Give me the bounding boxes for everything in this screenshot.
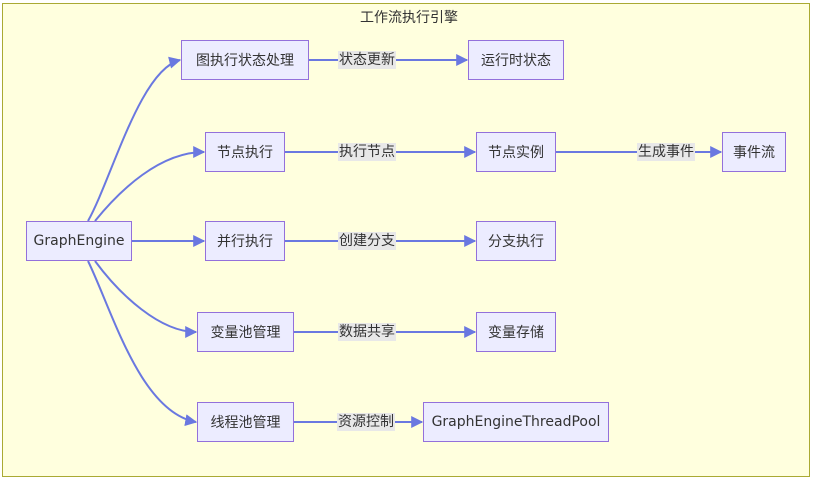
node-branch-execution[interactable]: 分支执行 bbox=[476, 221, 556, 261]
node-node-execution[interactable]: 节点执行 bbox=[205, 132, 285, 172]
edge-label-state-update: 状态更新 bbox=[338, 51, 396, 69]
edge-engine-to-graph-state bbox=[87, 56, 182, 222]
node-thread-pool[interactable]: 线程池管理 bbox=[197, 402, 294, 442]
node-node-instance[interactable]: 节点实例 bbox=[476, 132, 556, 172]
node-runtime-state[interactable]: 运行时状态 bbox=[468, 40, 564, 80]
node-event-stream[interactable]: 事件流 bbox=[722, 132, 786, 172]
edge-label-data-share: 数据共享 bbox=[338, 323, 396, 341]
edge-label-resource-control: 资源控制 bbox=[337, 413, 395, 431]
node-variable-pool[interactable]: 变量池管理 bbox=[197, 312, 294, 352]
edge-label-generate-event: 生成事件 bbox=[637, 143, 695, 161]
node-variable-storage[interactable]: 变量存储 bbox=[476, 312, 556, 352]
edge-label-create-branch: 创建分支 bbox=[338, 232, 396, 250]
node-thread-pool-class[interactable]: GraphEngineThreadPool bbox=[423, 402, 609, 442]
edge-engine-to-node-exec bbox=[94, 146, 206, 222]
node-graph-state-handling[interactable]: 图执行状态处理 bbox=[181, 40, 309, 80]
node-graph-engine[interactable]: GraphEngine bbox=[26, 221, 132, 261]
node-parallel-execution[interactable]: 并行执行 bbox=[205, 221, 285, 261]
edge-engine-to-thread-pool bbox=[87, 260, 198, 426]
edge-label-execute-node: 执行节点 bbox=[338, 143, 396, 161]
edge-engine-to-var-pool bbox=[94, 260, 198, 338]
subgraph-title: 工作流执行引擎 bbox=[360, 10, 458, 26]
